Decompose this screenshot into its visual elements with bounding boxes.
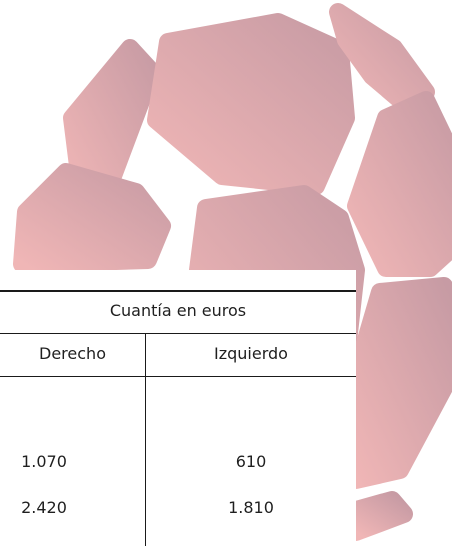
cell-izquierdo-row1: 610 (235, 452, 267, 471)
cell-izquierdo-row2: 1.810 (228, 498, 274, 517)
column-header-derecho: Derecho (39, 344, 106, 363)
group-header-cuantia: Cuantía en euros (109, 301, 247, 320)
column-divider (145, 334, 146, 546)
ball-panel (147, 13, 355, 195)
ball-panel (13, 163, 171, 273)
group-header-rule (0, 333, 356, 334)
column-header-izquierdo: Izquierdo (214, 344, 288, 363)
column-header-rule (0, 376, 356, 377)
cell-derecho-row1: 1.070 (21, 452, 67, 471)
cell-derecho-row2: 2.420 (21, 498, 67, 517)
ball-panel (347, 491, 413, 541)
table-card (0, 270, 356, 546)
ball-panel (347, 91, 452, 277)
ball-panel (347, 277, 452, 489)
top-rule (0, 290, 356, 292)
